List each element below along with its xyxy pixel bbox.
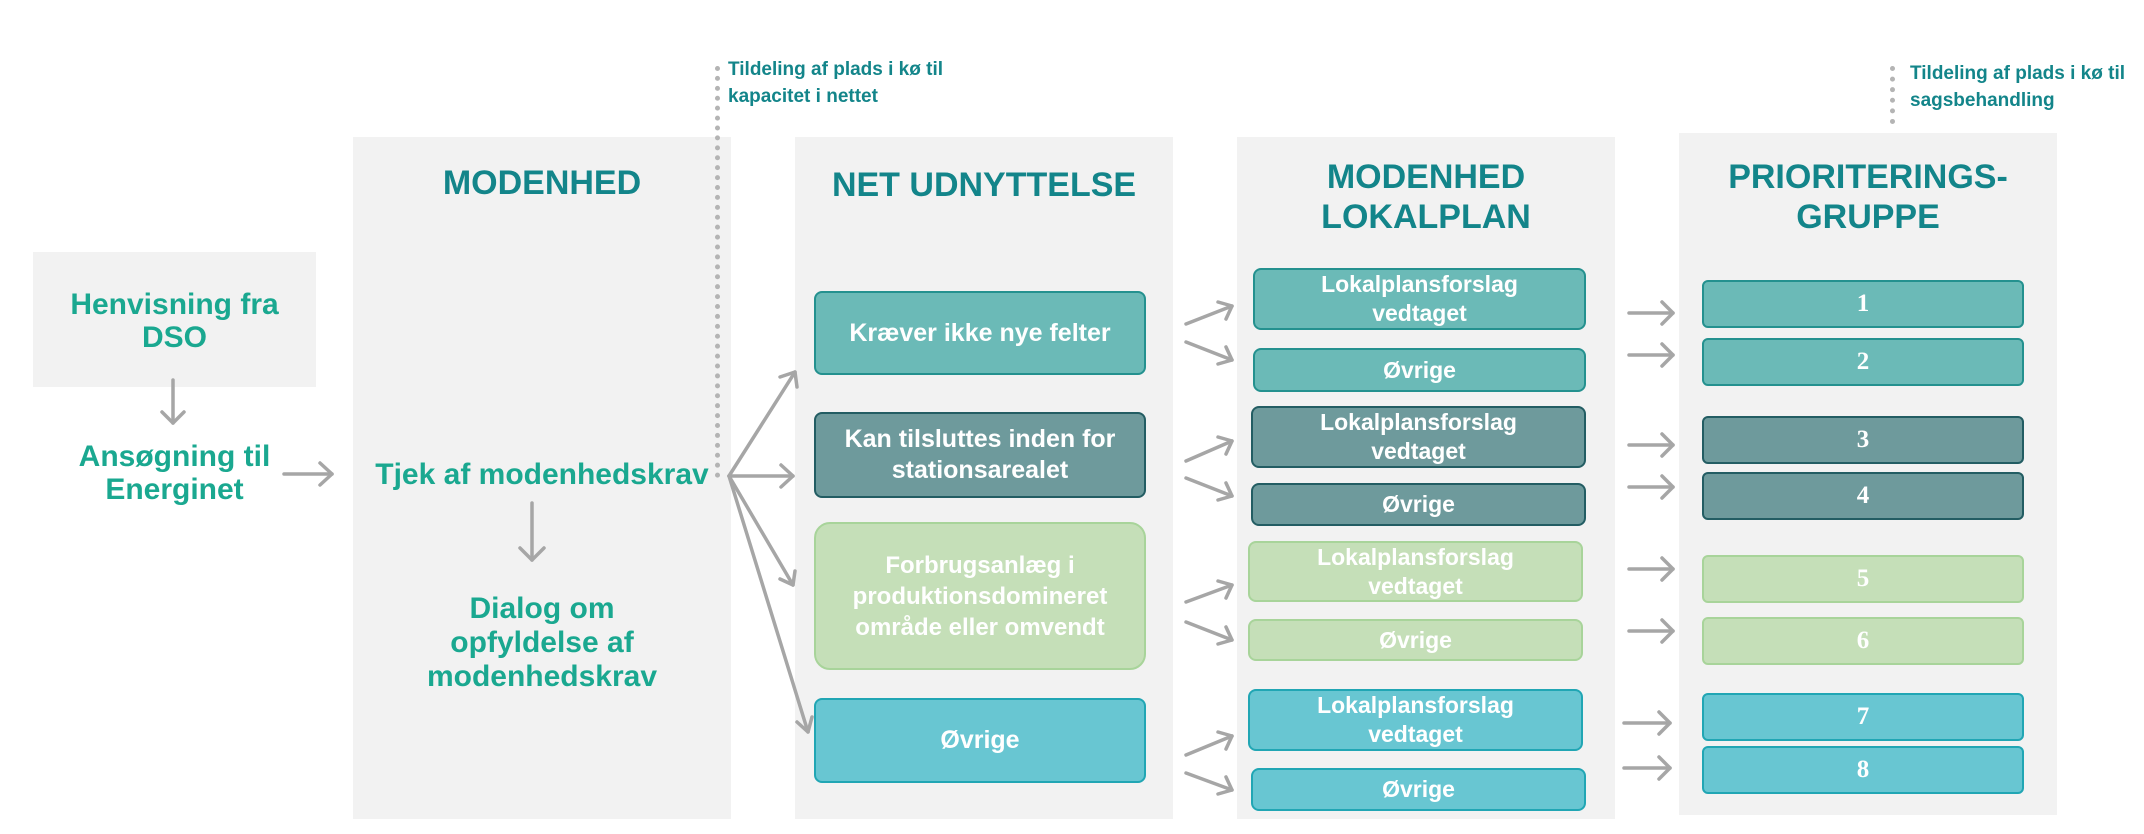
arrow-net2-to-adopted [1184,435,1234,463]
arrow-check-to-net-1 [727,370,799,478]
net-utilization-title: NET UDNYTTELSE [831,166,1137,204]
arrow-to-group-7 [1622,710,1672,736]
arrow-net3-to-other [1184,620,1234,646]
priority-group-2: 2 [1702,338,2024,386]
localplan-adopted-box-2: Lokalplansforslag vedtaget [1251,406,1586,468]
priority-group-6: 6 [1702,617,2024,665]
maturity-check-text: Tjek af modenhedskrav [375,458,709,491]
localplan-adopted-box-1: Lokalplansforslag vedtaget [1253,268,1586,330]
arrow-net3-to-adopted [1184,579,1234,604]
localplan-adopted-box-3: Lokalplansforslag vedtaget [1248,541,1583,602]
priority-group-5: 5 [1702,555,2024,603]
arrow-check-to-dialog [518,501,546,562]
localplan-other-box-4: Øvrige [1251,768,1586,811]
arrow-check-to-net-4 [727,474,814,734]
capacity-queue-marker [715,66,720,478]
arrow-net2-to-other [1184,476,1234,502]
arrow-net1-to-adopted [1184,300,1234,326]
net-no-new-fields-box: Kræver ikke nye felter [814,291,1146,375]
priority-group-title: PRIORITERINGS- GRUPPE [1728,158,2008,236]
net-consumption-production-box: Forbrugsanlæg i produktionsdomineret omr… [814,522,1146,670]
localplan-other-box-2: Øvrige [1251,483,1586,526]
referral-text: Henvisning fra DSO [70,288,279,354]
arrow-to-group-1 [1627,300,1675,326]
referral-panel [33,252,316,387]
arrow-application-to-check [282,461,334,487]
arrow-net4-to-other [1184,771,1234,796]
arrow-to-group-5 [1627,556,1675,582]
maturity-panel [353,137,731,819]
capacity-queue-note: Tildeling af plads i kø til kapacitet i … [728,59,944,107]
arrow-to-group-4 [1627,474,1675,500]
priority-group-1: 1 [1702,280,2024,328]
arrow-net1-to-other [1184,340,1234,366]
processing-queue-marker [1890,66,1895,124]
maturity-title: MODENHED [442,164,642,202]
arrow-referral-to-application [160,378,186,425]
localplan-other-box-3: Øvrige [1248,619,1583,661]
net-within-station-box: Kan tilsluttes inden for stationsarealet [814,412,1146,498]
priority-group-8: 8 [1702,746,2024,794]
localplan-adopted-box-4: Lokalplansforslag vedtaget [1248,689,1583,751]
net-other-box: Øvrige [814,698,1146,783]
localplan-maturity-title: MODENHED LOKALPLAN [1321,158,1531,236]
application-text: Ansøgning til Energinet [78,440,271,506]
arrow-to-group-6 [1627,618,1675,644]
arrow-check-to-net-3 [727,474,797,587]
priority-group-3: 3 [1702,416,2024,464]
priority-group-7: 7 [1702,693,2024,741]
arrow-to-group-2 [1627,342,1675,368]
localplan-other-box-1: Øvrige [1253,348,1586,392]
arrow-to-group-8 [1622,755,1672,781]
maturity-dialog-text: Dialog om opfyldelse af modenhedskrav [426,592,658,693]
arrow-net4-to-adopted [1184,730,1234,757]
processing-queue-note: Tildeling af plads i kø til sagsbehandli… [1910,63,2126,111]
arrow-check-to-net-2 [727,463,795,489]
arrow-to-group-3 [1627,432,1675,458]
priority-group-4: 4 [1702,472,2024,520]
